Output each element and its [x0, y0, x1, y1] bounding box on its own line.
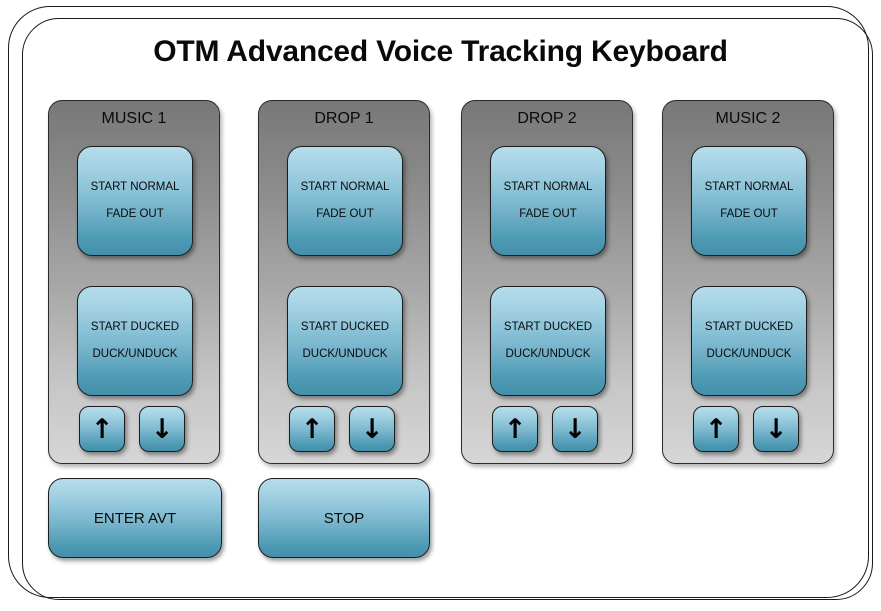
page-title: OTM Advanced Voice Tracking Keyboard: [153, 35, 728, 68]
key-start-ducked-duck-unduck[interactable]: START DUCKED DUCK/UNDUCK: [77, 286, 193, 396]
key-label-line-1: START DUCKED: [300, 320, 390, 333]
key-arrow-up[interactable]: ↑: [79, 406, 125, 452]
arrow-down-icon: ↓: [563, 413, 587, 445]
key-label-line-2: FADE OUT: [316, 208, 374, 220]
key-label-line-2: DUCK/UNDUCK: [505, 348, 591, 360]
key-label-line-2: FADE OUT: [106, 208, 164, 220]
stop-button[interactable]: STOP: [258, 478, 430, 558]
key-label-line-1: START NORMAL: [503, 180, 593, 193]
arrow-up-icon: ↑: [300, 413, 324, 445]
key-arrow-up[interactable]: ↑: [693, 406, 739, 452]
key-start-normal-fade-out[interactable]: START NORMAL FADE OUT: [490, 146, 606, 256]
arrow-up-icon: ↑: [503, 413, 527, 445]
key-arrow-down[interactable]: ↓: [349, 406, 395, 452]
key-start-ducked-duck-unduck[interactable]: START DUCKED DUCK/UNDUCK: [490, 286, 606, 396]
key-label-line-1: START NORMAL: [704, 180, 794, 193]
key-start-normal-fade-out[interactable]: START NORMAL FADE OUT: [77, 146, 193, 256]
key-label-line-2: FADE OUT: [720, 208, 778, 220]
stop-label: STOP: [323, 509, 365, 527]
enter-avt-button[interactable]: ENTER AVT: [48, 478, 222, 558]
key-label-line-2: DUCK/UNDUCK: [706, 348, 792, 360]
key-arrow-down[interactable]: ↓: [753, 406, 799, 452]
key-arrow-up[interactable]: ↑: [289, 406, 335, 452]
key-arrow-down[interactable]: ↓: [139, 406, 185, 452]
key-label-line-2: FADE OUT: [519, 208, 577, 220]
arrow-down-icon: ↓: [360, 413, 384, 445]
key-label-line-1: START DUCKED: [503, 320, 593, 333]
key-label-line-1: START DUCKED: [90, 320, 180, 333]
key-arrow-up[interactable]: ↑: [492, 406, 538, 452]
channel-panel-drop-2: DROP 2 START NORMAL FADE OUT START DUCKE…: [461, 100, 633, 464]
channel-header-label: MUSIC 2: [715, 110, 781, 127]
channel-panel-music-1: MUSIC 1 START NORMAL FADE OUT START DUCK…: [48, 100, 220, 464]
key-start-ducked-duck-unduck[interactable]: START DUCKED DUCK/UNDUCK: [691, 286, 807, 396]
key-start-ducked-duck-unduck[interactable]: START DUCKED DUCK/UNDUCK: [287, 286, 403, 396]
channel-header-label: DROP 2: [517, 110, 577, 127]
arrow-down-icon: ↓: [764, 413, 788, 445]
channel-panel-drop-1: DROP 1 START NORMAL FADE OUT START DUCKE…: [258, 100, 430, 464]
key-label-line-2: DUCK/UNDUCK: [92, 348, 178, 360]
channel-header-label: MUSIC 1: [101, 110, 167, 127]
arrow-down-icon: ↓: [150, 413, 174, 445]
arrow-up-icon: ↑: [704, 413, 728, 445]
key-label-line-1: START DUCKED: [704, 320, 794, 333]
key-start-normal-fade-out[interactable]: START NORMAL FADE OUT: [287, 146, 403, 256]
key-label-line-2: DUCK/UNDUCK: [302, 348, 388, 360]
channel-header-label: DROP 1: [314, 110, 374, 127]
key-arrow-down[interactable]: ↓: [552, 406, 598, 452]
arrow-up-icon: ↑: [90, 413, 114, 445]
key-label-line-1: START NORMAL: [300, 180, 390, 193]
enter-avt-label: ENTER AVT: [93, 509, 177, 527]
key-label-line-1: START NORMAL: [90, 180, 180, 193]
key-start-normal-fade-out[interactable]: START NORMAL FADE OUT: [691, 146, 807, 256]
channel-panel-music-2: MUSIC 2 START NORMAL FADE OUT START DUCK…: [662, 100, 834, 464]
